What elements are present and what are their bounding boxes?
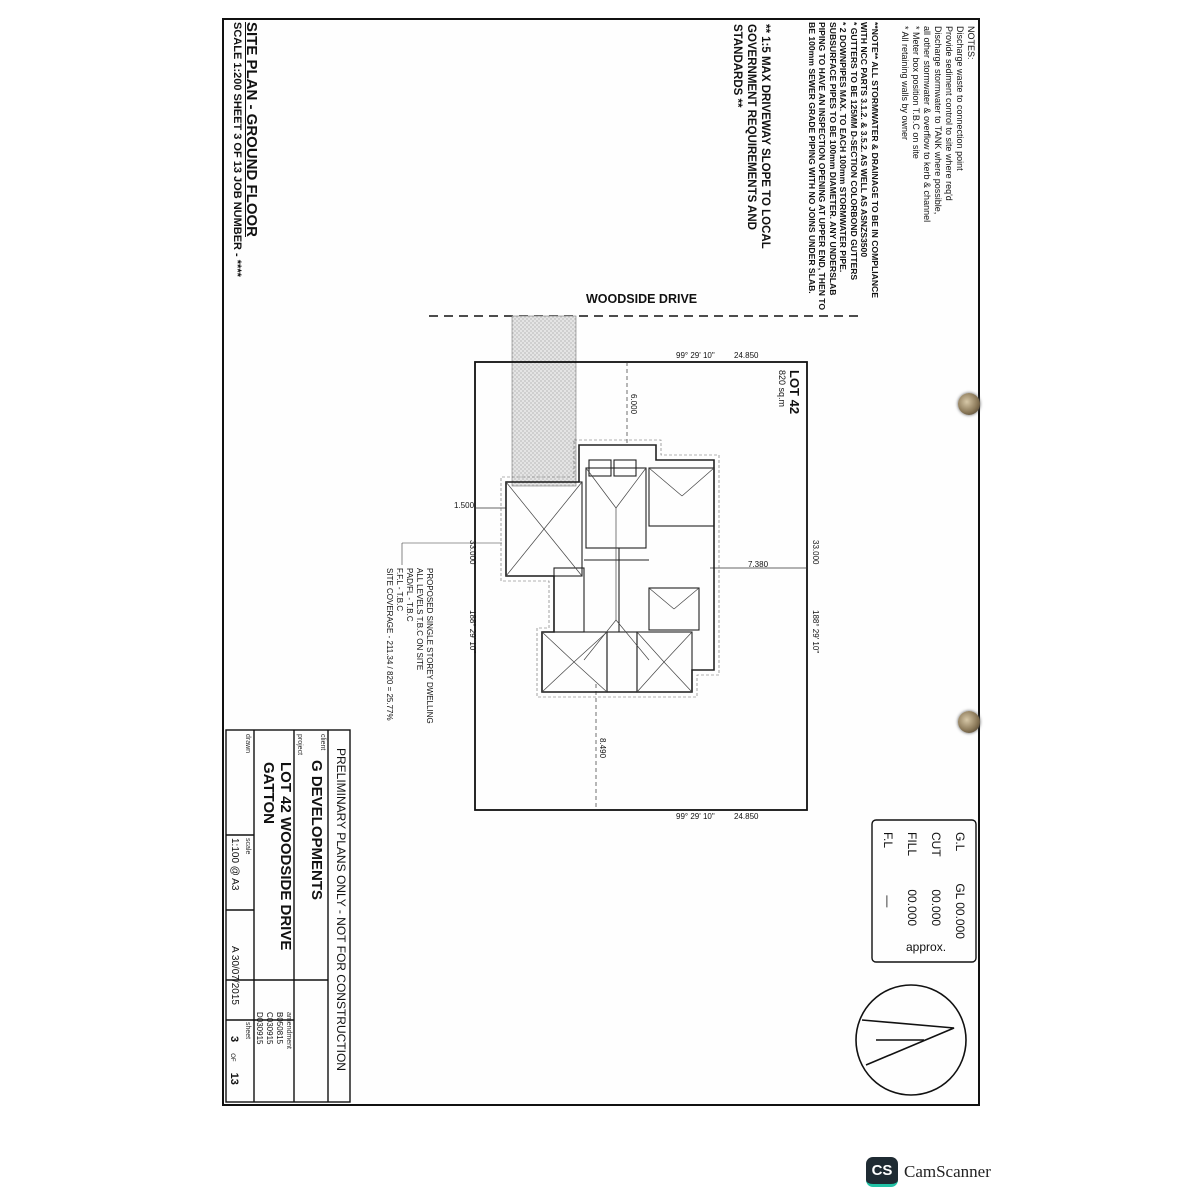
level-label: G.L xyxy=(953,832,967,852)
project-name: LOT 42 WOODSIDE DRIVE GATTON xyxy=(260,762,294,950)
stormwater-note: **NOTE** ALL STORMWATER & DRAINAGE TO BE… xyxy=(807,22,880,311)
eave-line xyxy=(500,439,720,698)
level-value: 00.000 xyxy=(905,889,919,927)
project-line-1: LOT 42 WOODSIDE DRIVE xyxy=(277,762,294,951)
dwelling-note-line: PAD/FL - T.B.C xyxy=(405,568,414,622)
driveway-note: ** 1:5 MAX DRIVEWAY SLOPE TO LOCAL GOVER… xyxy=(730,24,772,249)
sheet-of: OF xyxy=(229,1053,235,1062)
dwelling-note-line: PROPOSED SINGLE STOREY DWELLING xyxy=(425,568,434,724)
level-value: GL 00.000 xyxy=(953,883,967,939)
sheet-total: 13 xyxy=(228,1072,240,1085)
camscanner-name: CamScanner xyxy=(904,1162,991,1181)
site-plan-drawing xyxy=(225,315,977,1103)
lot-bearing-top: 99° 29' 10" xyxy=(676,351,715,360)
notes-heading: NOTES: xyxy=(966,26,976,60)
sheet-no: 3 xyxy=(228,1036,240,1043)
drawing-sheet: NOTES: Discharge waste to connection poi… xyxy=(222,18,980,1106)
notes-item: Discharge stormwater to TANK where possi… xyxy=(933,26,943,215)
camscanner-logo-icon: CS xyxy=(866,1157,898,1187)
dwelling-note-line: SITE COVERAGE - 211.34 / 820 = 25.77% xyxy=(385,568,394,721)
side-setback-right: 7.380 xyxy=(748,560,769,569)
site-plan-title-block: SITE PLAN - GROUND FLOOR SCALE 1:200 SHE… xyxy=(231,22,260,277)
lot-name: LOT 42 xyxy=(787,370,802,415)
amendment-list: B050815 C030915 D030915 xyxy=(254,1012,284,1044)
lot-length-left: 33.000 xyxy=(468,540,477,565)
north-arrow-icon xyxy=(855,984,967,1096)
notes-block: NOTES: Discharge waste to connection poi… xyxy=(899,26,976,222)
stormwater-note-line: * 2 DOWNPIPES MAX. TO EACH 100mm STORMWA… xyxy=(838,22,849,273)
level-row-fl: F.L — xyxy=(876,832,900,939)
amendment-item: C030915 xyxy=(265,1012,274,1045)
stormwater-note-line: WITH NCC PARTS 3.1.2. & 3.5.2. AS WELL A… xyxy=(859,22,870,258)
amendment-label: amendment xyxy=(285,1012,292,1049)
lot-length-right: 33.000 xyxy=(811,540,820,565)
front-setback: 6.000 xyxy=(629,394,638,415)
level-value: 00.000 xyxy=(929,889,943,927)
site-plan-subtitle: SCALE 1:200 SHEET 3 OF 13 JOB NUMBER - *… xyxy=(231,22,243,277)
stormwater-note-line: BE 100mm SEWER GRADE PIPING WITH NO JOIN… xyxy=(807,22,817,294)
scale-value: 1:100 @ A3 xyxy=(229,838,240,891)
client-name: G DEVELOPMENTS xyxy=(308,760,325,901)
drawing-date: A 30/07/2015 xyxy=(229,946,240,1005)
sheet-label: sheet xyxy=(244,1022,251,1040)
dwelling-note-line: F.F.L - T.B.C xyxy=(395,568,404,612)
binder-hole-bottom xyxy=(958,711,980,733)
title-block-header: PRELIMINARY PLANS ONLY - NOT FOR CONSTRU… xyxy=(334,748,348,1071)
lot-area: 820 sq.m xyxy=(777,370,787,408)
level-row-gl: G.L GL 00.000 xyxy=(948,832,972,939)
driveway-note-line: ** 1:5 MAX DRIVEWAY SLOPE TO LOCAL xyxy=(759,24,771,249)
lot-label: LOT 42 820 sq.m xyxy=(777,370,802,414)
amendment-item: D030915 xyxy=(255,1012,264,1045)
stormwater-note-line: PIPING TO HAVE AN INSPECTION OPENING AT … xyxy=(817,22,828,311)
notes-item: Provide sediment control to site where r… xyxy=(944,26,954,201)
scale-label: scale xyxy=(244,838,251,855)
notes-item: * Meter box position T.B.C on site xyxy=(911,26,921,159)
drawn-label: drawn xyxy=(244,734,251,754)
driveway xyxy=(511,315,577,487)
level-value: — xyxy=(881,895,895,908)
amendment-item: B050815 xyxy=(275,1012,284,1045)
project-label: project xyxy=(296,734,303,756)
notes-item: all other stormwater & overflow to kerb … xyxy=(922,26,932,223)
dwelling-note-line: ALL LEVELS T.B.C ON SITE xyxy=(415,568,424,671)
stormwater-note-line: **NOTE** ALL STORMWATER & DRAINAGE TO BE… xyxy=(870,22,880,298)
stormwater-note-line: SUBSURFACE PIPES TO BE 100mm DIAMETER. A… xyxy=(828,22,838,296)
dwelling-note: PROPOSED SINGLE STOREY DWELLING ALL LEVE… xyxy=(384,568,434,724)
notes-item: * All retaining walls by owner xyxy=(900,26,910,141)
level-label: F.L xyxy=(881,832,895,849)
project-line-2: GATTON xyxy=(260,762,277,824)
levels-box xyxy=(871,819,977,963)
side-setback-left: 1.500 xyxy=(454,501,475,510)
levels-table: G.L GL 00.000 CUT 00.000 FILL 00.000 F.L… xyxy=(876,832,972,939)
rear-setback: 8.490 xyxy=(598,738,607,759)
level-label: CUT xyxy=(929,832,943,857)
level-row-cut: CUT 00.000 xyxy=(924,832,948,939)
roof-hip-lines xyxy=(505,467,715,693)
lot-bearing-left: 188° 29' 10" xyxy=(468,610,477,654)
street-name: WOODSIDE DRIVE xyxy=(586,292,698,306)
title-block-frame xyxy=(225,729,351,1103)
client-label: client xyxy=(319,734,326,751)
lot-length-bottom: 24.850 xyxy=(734,812,759,821)
lot-bearing-right: 188° 29' 10" xyxy=(811,610,820,654)
lot-length-top: 24.850 xyxy=(734,351,759,360)
lot-bearing-bottom: 99° 29' 10" xyxy=(676,812,715,821)
driveway-note-line: GOVERNMENT REQUIREMENTS AND xyxy=(745,24,757,230)
camscanner-watermark: CS CamScanner xyxy=(866,1157,1006,1187)
level-label: FILL xyxy=(905,832,919,857)
site-plan-title: SITE PLAN - GROUND FLOOR xyxy=(243,22,260,237)
driveway-note-line: STANDARDS ** xyxy=(731,24,743,108)
sheet-number: 3 OF 13 xyxy=(228,1036,240,1085)
levels-approx: approx. xyxy=(906,940,947,954)
level-row-fill: FILL 00.000 xyxy=(900,832,924,939)
lot-boundary xyxy=(474,361,808,811)
binder-hole-top xyxy=(958,393,980,415)
stormwater-note-line: * GUTTERS TO BE 125MM D-SECTION COLORBON… xyxy=(849,22,859,281)
notes-item: Discharge waste to connection point xyxy=(955,26,965,171)
